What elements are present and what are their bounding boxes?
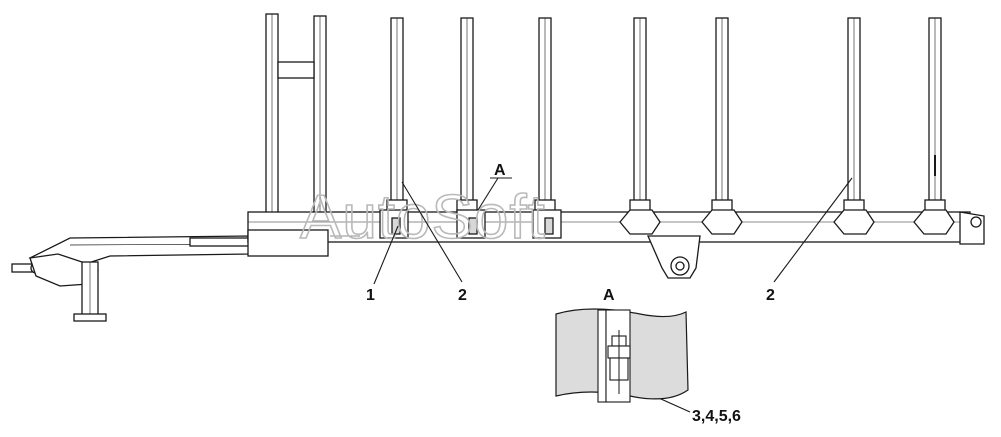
stake-socket-2 [456, 209, 486, 239]
stake-socket-1 [379, 209, 409, 239]
watermark-text: AutoSoft [300, 183, 546, 252]
leader-line-item-1 [373, 225, 399, 285]
leader-line-item-2-right [773, 177, 853, 283]
stake-socket-6 [833, 209, 875, 235]
callout-item-1: 1 [366, 287, 375, 304]
front-stake-frame [265, 13, 327, 235]
leader-line-view-a [477, 177, 499, 211]
stake-socket-5 [701, 209, 743, 235]
callout-detail-items: 3,4,5,6 [692, 408, 741, 425]
view-marker-a: A [494, 162, 506, 179]
stake-7 [924, 17, 946, 213]
stake-6 [843, 17, 865, 213]
stake-4 [629, 17, 651, 213]
callout-item-2-left: 2 [458, 287, 467, 304]
rear-end-cap [959, 211, 985, 245]
detail-title-a: A [603, 287, 615, 304]
support-leg [73, 261, 107, 322]
stake-socket-7 [913, 209, 955, 235]
stake-socket-4 [619, 209, 661, 235]
leader-line-item-2-left [401, 181, 463, 283]
detail-view-a [555, 308, 689, 403]
stake-3 [534, 17, 556, 213]
stake-1 [386, 17, 408, 213]
stake-socket-3 [532, 209, 562, 239]
callout-item-2-right: 2 [766, 287, 775, 304]
hitch-plate [647, 235, 701, 279]
stake-5 [711, 17, 733, 213]
